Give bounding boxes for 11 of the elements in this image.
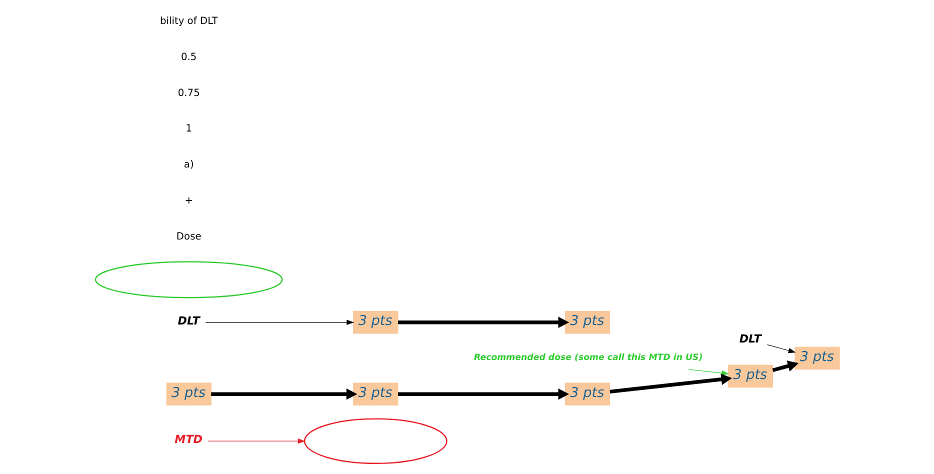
node-text: Recommended dose (some call this MTD in US): [473, 352, 702, 363]
node-text: DLT: [738, 332, 761, 346]
label: 0.5: [180, 52, 196, 63]
label: Dose: [176, 231, 201, 242]
node-text: MTD: [174, 433, 202, 446]
label: 0.75: [177, 88, 200, 99]
label: 1: [185, 124, 192, 135]
node-text: DLT: [177, 314, 200, 328]
label: a): [183, 160, 194, 171]
label: +: [184, 195, 193, 206]
label: bility of DLT: [159, 16, 218, 28]
